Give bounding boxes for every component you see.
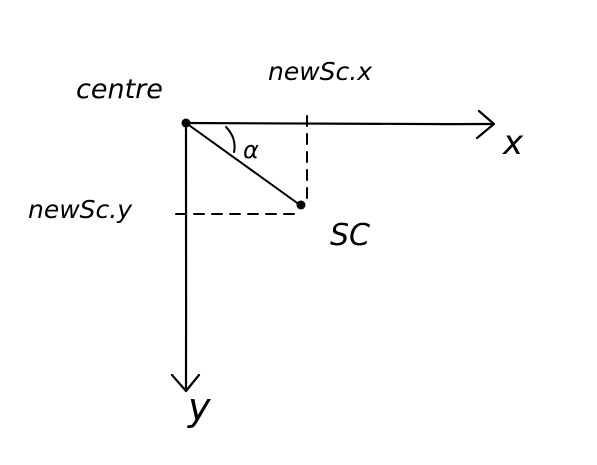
x-axis-arrowhead bbox=[475, 109, 496, 140]
y-projection-label: newSc.y bbox=[28, 195, 133, 224]
x-projection-label: newSc.x bbox=[268, 57, 372, 86]
radius-line bbox=[185, 122, 301, 206]
angle-arc bbox=[225, 126, 236, 153]
x-axis-label: x bbox=[502, 123, 524, 163]
y-axis-label: y bbox=[187, 385, 211, 429]
sc-label: SC bbox=[330, 218, 370, 253]
centre-label: centre bbox=[76, 74, 163, 105]
centre-point bbox=[181, 118, 191, 128]
angle-label: α bbox=[243, 136, 259, 164]
y-axis-arrowhead bbox=[170, 373, 201, 393]
sc-point bbox=[296, 200, 306, 210]
x-axis-line bbox=[184, 121, 495, 126]
